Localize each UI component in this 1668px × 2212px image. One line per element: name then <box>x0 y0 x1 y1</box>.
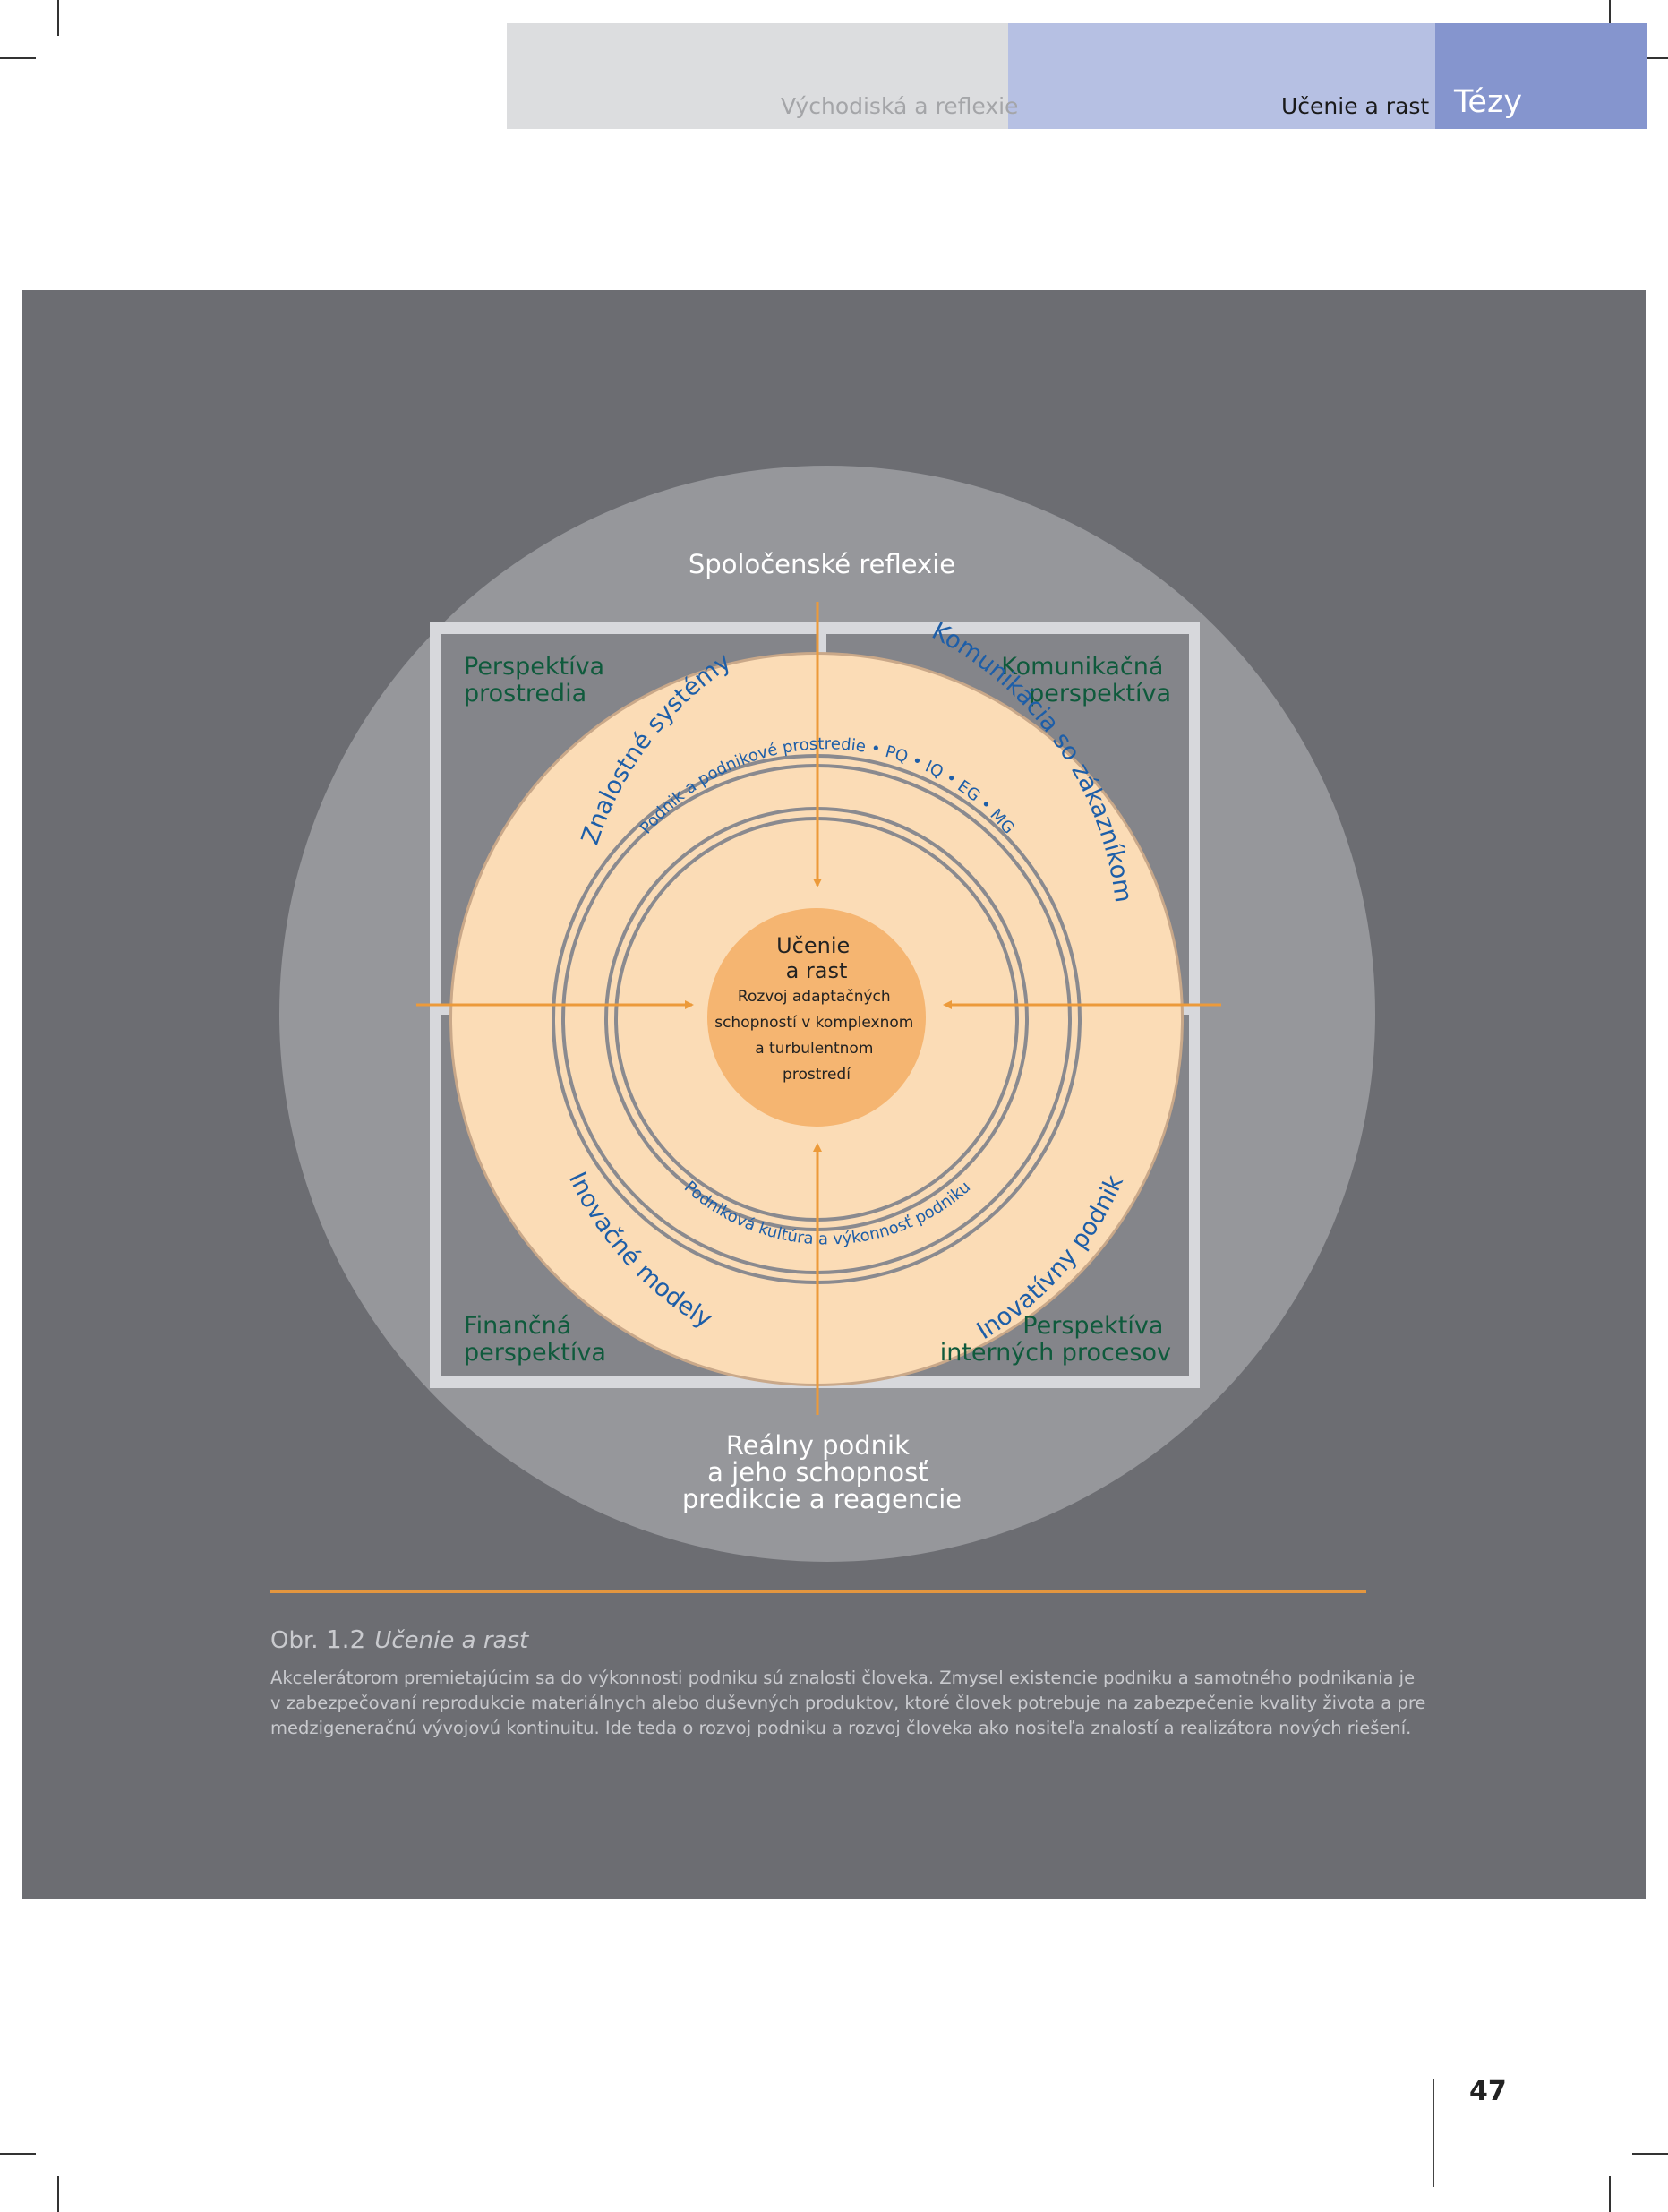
crop-mark <box>0 2153 36 2155</box>
header-section-right: Tézy <box>1454 84 1523 120</box>
caption-number: 1.2 <box>325 1625 366 1654</box>
figure-panel: Spoločenské reflexie Reálny podnik a jeh… <box>22 290 1646 1899</box>
caption-body: Akcelerátorom premietajúcim sa do výkonn… <box>270 1666 1426 1741</box>
quadrant-title-bottom-right: Perspektíva interných procesov <box>940 1312 1171 1367</box>
caption-title: Obr. 1.2 Učenie a rast <box>270 1625 528 1654</box>
bottom-label: Reálny podnik a jeho schopnosť predikcie… <box>682 1430 962 1514</box>
crop-mark <box>57 2176 59 2212</box>
header-segment-left <box>507 23 1008 129</box>
crop-mark <box>1632 57 1668 59</box>
crop-mark <box>0 57 36 59</box>
quadrant-title-top-right: Komunikačná perspektíva <box>1001 653 1171 707</box>
center-circle <box>707 908 926 1127</box>
header-segment-mid <box>1008 23 1435 129</box>
crop-mark <box>1632 2153 1668 2155</box>
page-number-rule <box>1433 2079 1434 2187</box>
page-number: 47 <box>1469 2076 1507 2107</box>
center-title: Učenie a rast <box>776 933 857 983</box>
caption-rule <box>270 1590 1366 1593</box>
learning-growth-diagram: Spoločenské reflexie Reálny podnik a jeh… <box>279 466 1375 1562</box>
crop-mark <box>57 0 59 36</box>
center-description: Rozvoj adaptačných schopností v komplexn… <box>714 988 919 1084</box>
caption-prefix: Obr. <box>270 1627 319 1654</box>
header-segment-right <box>1435 23 1647 129</box>
crop-mark <box>1609 0 1611 36</box>
top-label: Spoločenské reflexie <box>689 549 955 579</box>
caption-line: medzigeneračnú vývojovú kontinuitu. Ide … <box>270 1718 1412 1738</box>
quadrant-title-top-left: Perspektíva prostredia <box>464 653 612 707</box>
caption-line: Akcelerátorom premietajúcim sa do výkonn… <box>270 1668 1416 1688</box>
crop-mark <box>1609 2176 1611 2212</box>
header-section-left: Východiská a reflexie <box>781 93 1019 119</box>
header-section-mid: Učenie a rast <box>1281 93 1430 119</box>
quadrant-title-bottom-left: Finančná perspektíva <box>464 1312 606 1367</box>
caption-figure-title: Učenie a rast <box>374 1627 529 1654</box>
caption-line: v zabezpečovaní reprodukcie materiálnych… <box>270 1693 1426 1713</box>
